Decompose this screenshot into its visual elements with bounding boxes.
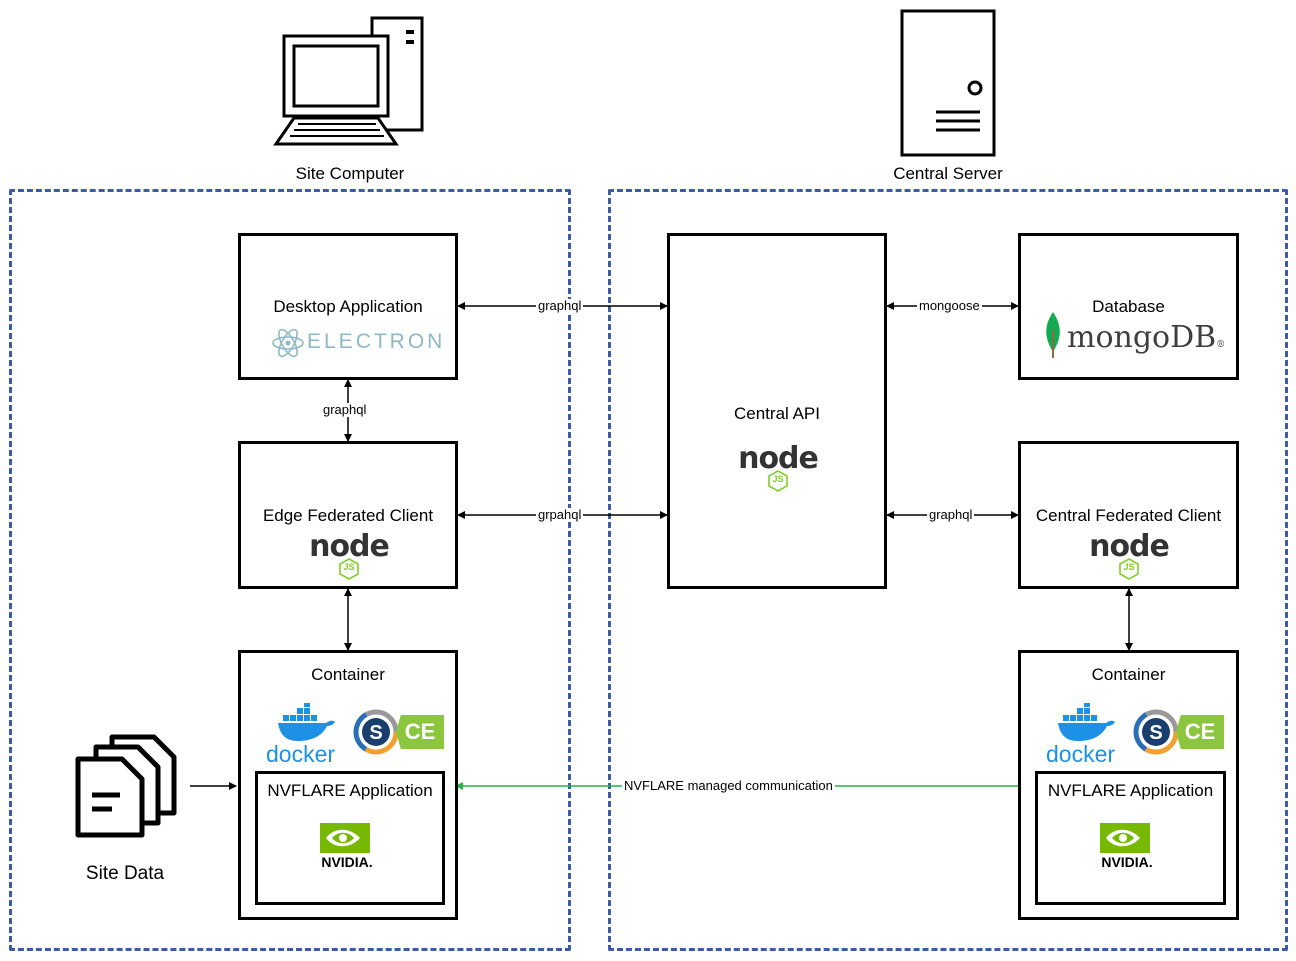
nodejs-logo: node JS bbox=[1087, 529, 1171, 580]
site-data-files-icon bbox=[75, 734, 177, 838]
site-computer-region bbox=[9, 189, 571, 951]
desktop-application-title: Desktop Application bbox=[273, 297, 423, 316]
central-federated-client-title: Central Federated Client bbox=[1035, 506, 1222, 525]
api-client-edge-label: graphql bbox=[927, 507, 975, 522]
electron-logo-text: ELECTRON bbox=[307, 330, 446, 353]
nodejs-hexagon-icon bbox=[768, 470, 788, 492]
database-box: Database mongoDB® bbox=[1018, 233, 1239, 380]
central-api-title: Central API bbox=[734, 404, 820, 423]
mongodb-logo-a: mongo bbox=[1067, 320, 1171, 355]
mongodb-leaf-icon bbox=[1046, 312, 1060, 358]
nodejs-wordmark: node bbox=[738, 441, 819, 476]
desktop-api-edge-label: graphql bbox=[536, 298, 584, 313]
desktop-application-box: Desktop Application ELECTRON bbox=[238, 233, 458, 380]
api-db-edge-label: mongoose bbox=[917, 298, 982, 313]
site-nvflare-box: NVFLARE Application NVIDIA. bbox=[255, 771, 445, 905]
nvidia-eye-icon bbox=[320, 823, 370, 853]
nodejs-logo: node JS bbox=[307, 529, 391, 580]
singularity-icon: S bbox=[1133, 709, 1179, 755]
database-title: Database bbox=[1092, 297, 1165, 316]
site-data-label: Site Data bbox=[85, 863, 165, 884]
computer-icon bbox=[273, 16, 424, 146]
edge-api-edge-label: grpahql bbox=[536, 507, 584, 522]
nodejs-badge: JS bbox=[1123, 562, 1135, 572]
electron-icon bbox=[272, 328, 304, 358]
edge-federated-client-box: Edge Federated Client node JS bbox=[238, 441, 458, 589]
singularity-icon: S bbox=[353, 709, 399, 755]
nvflare-link-label: NVFLARE managed communication bbox=[622, 778, 835, 793]
svg-text:S: S bbox=[369, 722, 382, 744]
desktop-edge-edge-label: graphql bbox=[321, 402, 369, 417]
docker-whale-icon bbox=[1058, 703, 1115, 741]
ce-badge: CE bbox=[396, 715, 444, 749]
nodejs-wordmark: node bbox=[309, 529, 390, 564]
central-server-region bbox=[608, 189, 1288, 951]
nodejs-badge: JS bbox=[343, 562, 355, 572]
nvidia-eye-icon bbox=[1100, 823, 1150, 853]
docker-whale-icon bbox=[278, 703, 335, 741]
nodejs-wordmark: node bbox=[1089, 529, 1170, 564]
nodejs-badge: JS bbox=[772, 474, 784, 484]
site-computer-label: Site Computer bbox=[295, 164, 405, 183]
site-container-box: Container docker S CE NVFLARE Applicatio… bbox=[238, 650, 458, 920]
ce-badge: CE bbox=[1176, 715, 1224, 749]
site-nvflare-title: NVFLARE Application bbox=[267, 781, 433, 800]
server-nvflare-title: NVFLARE Application bbox=[1047, 781, 1214, 800]
nvidia-logo-text: NVIDIA. bbox=[1101, 854, 1153, 870]
server-nvflare-box: NVFLARE Application NVIDIA. bbox=[1035, 771, 1226, 905]
central-server-label: Central Server bbox=[893, 164, 1003, 183]
server-container-title: Container bbox=[1091, 665, 1166, 684]
docker-logo-text: docker bbox=[266, 741, 336, 767]
server-container-box: Container docker S CE NVFLARE Applicatio… bbox=[1018, 650, 1239, 920]
docker-logo-text: docker bbox=[1046, 741, 1116, 767]
nvidia-logo-text: NVIDIA. bbox=[321, 854, 373, 870]
mongodb-logo-b: DB bbox=[1170, 320, 1217, 355]
nodejs-hexagon-icon bbox=[339, 558, 359, 580]
nodejs-logo: node JS bbox=[736, 441, 820, 492]
central-federated-client-box: Central Federated Client node JS bbox=[1018, 441, 1239, 589]
svg-text:S: S bbox=[1149, 722, 1162, 744]
nodejs-hexagon-icon bbox=[1119, 558, 1139, 580]
mongodb-logo-text: mongoDB® bbox=[1067, 320, 1225, 355]
central-api-box: Central API node JS bbox=[667, 233, 887, 589]
mongodb-registered: ® bbox=[1216, 340, 1226, 350]
site-container-title: Container bbox=[311, 665, 385, 684]
server-icon bbox=[900, 9, 996, 157]
edge-federated-client-title: Edge Federated Client bbox=[262, 506, 434, 525]
